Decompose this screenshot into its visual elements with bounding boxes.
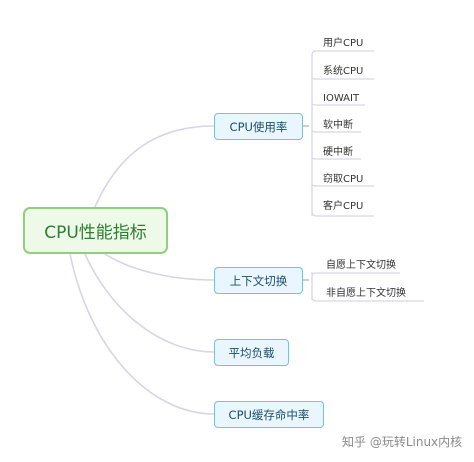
branch-cache-hit-rate: CPU缓存命中率: [214, 401, 324, 428]
leaf-voluntary-switch: 自愿上下文切换: [326, 260, 396, 271]
branch-load-average: 平均负载: [214, 339, 289, 366]
watermark: 知乎 @玩转Linux内核: [342, 435, 463, 449]
connector-root-cpu-usage: [94, 125, 215, 208]
leaf-softirq: 软中断: [323, 120, 353, 131]
branch-context-switch: 上下文切换: [214, 267, 303, 294]
leaf-iowait: IOWAIT: [323, 93, 360, 104]
connector-root-load-average: [84, 253, 215, 353]
leaf-steal-cpu: 窃取CPU: [323, 174, 364, 185]
root-node: CPU性能指标: [23, 207, 168, 254]
leaf-involuntary-switch: 非自愿上下文切换: [326, 288, 406, 299]
leaf-system-cpu: 系统CPU: [323, 66, 364, 77]
connector-root-context-switch: [104, 253, 215, 281]
leaf-user-cpu: 用户CPU: [323, 38, 364, 49]
leaf-hardirq: 硬中断: [323, 147, 353, 158]
connector-root-cache-hit: [69, 253, 215, 415]
branch-cpu-usage: CPU使用率: [214, 113, 303, 140]
leaf-underlines-context-switch: [311, 272, 424, 302]
leaf-underlines-cpu-usage: [311, 50, 374, 217]
leaf-guest-cpu: 客户CPU: [323, 201, 364, 212]
